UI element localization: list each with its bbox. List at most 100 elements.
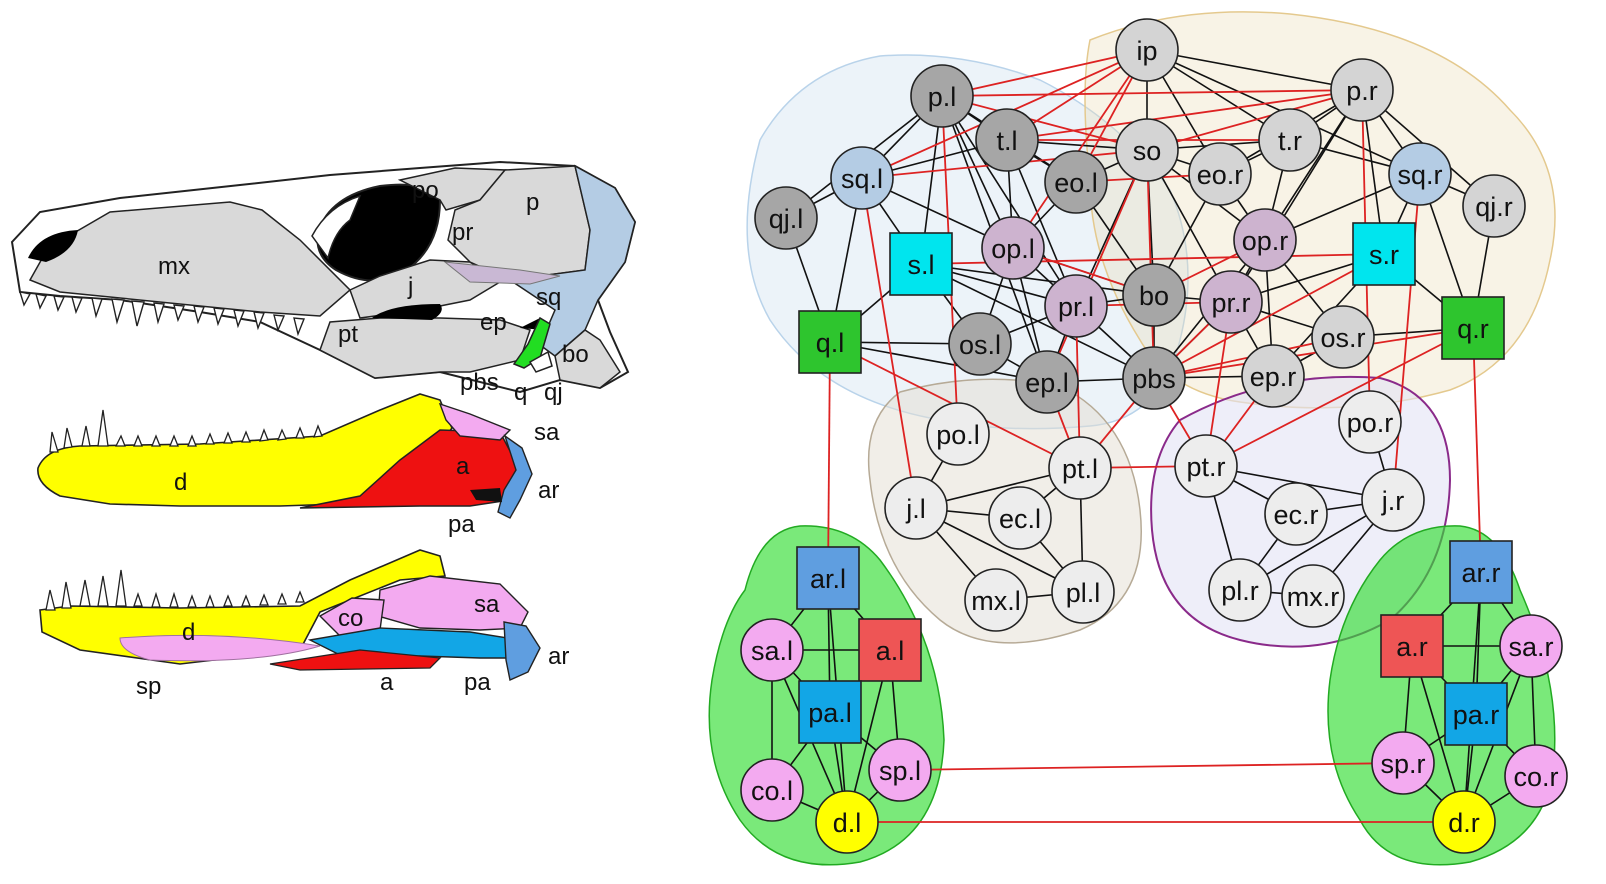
- edge-black-p.l-pr.l: [941, 95, 1077, 307]
- node-q.l: q.l: [798, 310, 862, 374]
- node-label-sq.r: sq.r: [1397, 160, 1442, 190]
- node-label-t.r: t.r: [1278, 126, 1302, 156]
- edge-black-ip-p.r: [1146, 49, 1363, 91]
- node-label-mx.l: mx.l: [971, 586, 1021, 616]
- node-label-ep.l: ep.l: [1025, 368, 1069, 398]
- node-os.l: os.l: [948, 312, 1012, 376]
- node-mx.l: mx.l: [964, 568, 1028, 632]
- node-t.r: t.r: [1258, 108, 1322, 172]
- node-shape-qj.r: [1462, 174, 1526, 238]
- node-ar.r: ar.r: [1449, 540, 1513, 604]
- node-label-ar.l: ar.l: [810, 564, 846, 594]
- node-label-po.l: po.l: [936, 420, 980, 450]
- node-label-ar.r: ar.r: [1461, 558, 1500, 588]
- node-shape-op.r: [1233, 208, 1297, 272]
- node-label-sa.r: sa.r: [1508, 632, 1553, 662]
- node-shape-s.l: [889, 232, 953, 296]
- node-label-pr.r: pr.r: [1211, 288, 1250, 318]
- node-s.l: s.l: [889, 232, 953, 296]
- label-pt: pt: [338, 321, 358, 348]
- node-shape-os.r: [1311, 305, 1375, 369]
- articular-bone-medial: [503, 621, 541, 681]
- orbit-rim: [311, 194, 362, 260]
- pterygoid-bone: [319, 317, 531, 379]
- label-ar-medial: ar: [548, 643, 569, 670]
- node-ip: ip: [1115, 18, 1179, 82]
- node-bo: bo: [1122, 263, 1186, 327]
- node-pa.l: pa.l: [798, 680, 862, 744]
- node-label-op.l: op.l: [991, 234, 1035, 264]
- node-shape-pt.l: [1048, 436, 1112, 500]
- node-label-eo.r: eo.r: [1197, 160, 1244, 190]
- node-shape-q.l: [798, 310, 862, 374]
- node-shape-p.l: [910, 64, 974, 128]
- label-mx: mx: [158, 253, 190, 280]
- edge-red-pt.r-q.r: [1205, 327, 1474, 467]
- node-d.l: d.l: [815, 790, 879, 854]
- node-label-pbs: pbs: [1132, 364, 1176, 394]
- node-label-pl.r: pl.r: [1221, 576, 1259, 606]
- node-label-a.r: a.r: [1396, 632, 1428, 662]
- edge-black-q.l-ep.l: [829, 341, 1048, 383]
- lower-teeth-lateral: [49, 409, 323, 453]
- node-shape-pl.r: [1208, 558, 1272, 622]
- edge-red-pbs-s.r: [1153, 253, 1385, 379]
- node-shape-co.l: [740, 758, 804, 822]
- edge-red-q.l-ar.l: [827, 341, 831, 579]
- node-label-co.l: co.l: [751, 776, 793, 806]
- node-ec.r: ec.r: [1264, 482, 1328, 546]
- node-shape-po.r: [1338, 390, 1402, 454]
- prootic-bone: [443, 261, 561, 285]
- node-ep.r: ep.r: [1241, 344, 1305, 408]
- node-label-pt.r: pt.r: [1186, 452, 1225, 482]
- node-mx.r: mx.r: [1281, 564, 1345, 628]
- node-shape-pr.l: [1044, 274, 1108, 338]
- node-shape-t.l: [975, 108, 1039, 172]
- node-pl.r: pl.r: [1208, 558, 1272, 622]
- node-qj.l: qj.l: [754, 186, 818, 250]
- node-shape-pl.l: [1051, 560, 1115, 624]
- upper-teeth: [18, 291, 305, 337]
- node-pt.l: pt.l: [1048, 436, 1112, 500]
- surangular-bone-lateral: [438, 402, 512, 441]
- node-shape-a.l: [858, 618, 922, 682]
- node-shape-mx.l: [964, 568, 1028, 632]
- node-shape-op.l: [981, 216, 1045, 280]
- node-label-so: so: [1133, 136, 1162, 166]
- node-shape-ep.l: [1015, 350, 1079, 414]
- node-sp.l: sp.l: [868, 738, 932, 802]
- node-shape-pr.r: [1199, 270, 1263, 334]
- edge-black-s.l-bo: [920, 263, 1155, 296]
- node-shape-j.l: [884, 476, 948, 540]
- label-a-lateral: a: [456, 453, 470, 480]
- node-shape-os.l: [948, 312, 1012, 376]
- skull-lateral-view: mx po p pr j sq pt ep bo pbs q qj: [10, 160, 637, 406]
- palatal-slot: [372, 304, 442, 320]
- node-a.r: a.r: [1380, 614, 1444, 678]
- node-label-p.l: p.l: [928, 82, 957, 112]
- node-label-qj.r: qj.r: [1475, 192, 1513, 222]
- node-pr.l: pr.l: [1044, 274, 1108, 338]
- label-po: po: [412, 177, 439, 204]
- node-shape-ec.r: [1264, 482, 1328, 546]
- node-sq.l: sq.l: [830, 146, 894, 210]
- node-ec.l: ec.l: [988, 486, 1052, 550]
- node-pa.r: pa.r: [1444, 682, 1508, 746]
- edge-red-ip-p.l: [941, 49, 1148, 97]
- node-po.l: po.l: [926, 402, 990, 466]
- node-label-eo.l: eo.l: [1054, 168, 1098, 198]
- node-shape-d.r: [1432, 790, 1496, 854]
- node-co.r: co.r: [1504, 744, 1568, 808]
- edge-red-p.r-so: [1146, 89, 1363, 151]
- node-label-q.r: q.r: [1457, 314, 1489, 344]
- node-label-j.l: j.l: [905, 494, 926, 524]
- label-ep: ep: [480, 309, 507, 336]
- coronoid-bone-medial: [318, 597, 385, 637]
- node-label-pt.l: pt.l: [1062, 454, 1098, 484]
- node-shape-eo.l: [1044, 150, 1108, 214]
- node-label-os.l: os.l: [959, 330, 1001, 360]
- label-pa-medial: pa: [464, 669, 491, 696]
- node-label-qj.l: qj.l: [769, 204, 804, 234]
- node-shape-sp.r: [1371, 731, 1435, 795]
- node-sa.l: sa.l: [740, 618, 804, 682]
